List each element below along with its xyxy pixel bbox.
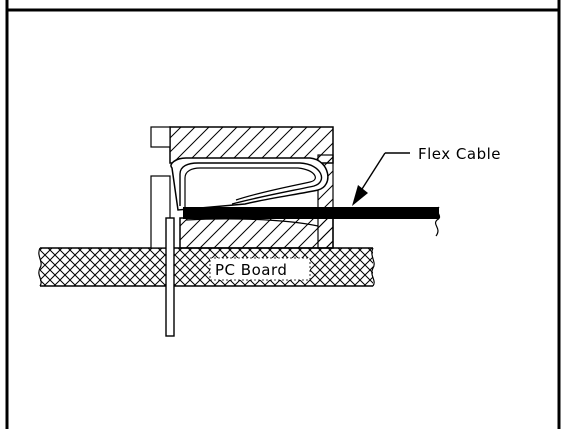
connector-housing: [150, 126, 334, 249]
pc-board-label: PC Board: [215, 261, 287, 279]
flex-cable-label: Flex Cable: [418, 145, 501, 163]
drawing-frame: [5, 0, 561, 429]
pc-board: [38, 247, 375, 287]
contact-lead: [165, 217, 175, 337]
flex-cable-leader: [352, 152, 410, 206]
contact-spring: [179, 162, 323, 227]
flex-cable: [183, 206, 441, 237]
